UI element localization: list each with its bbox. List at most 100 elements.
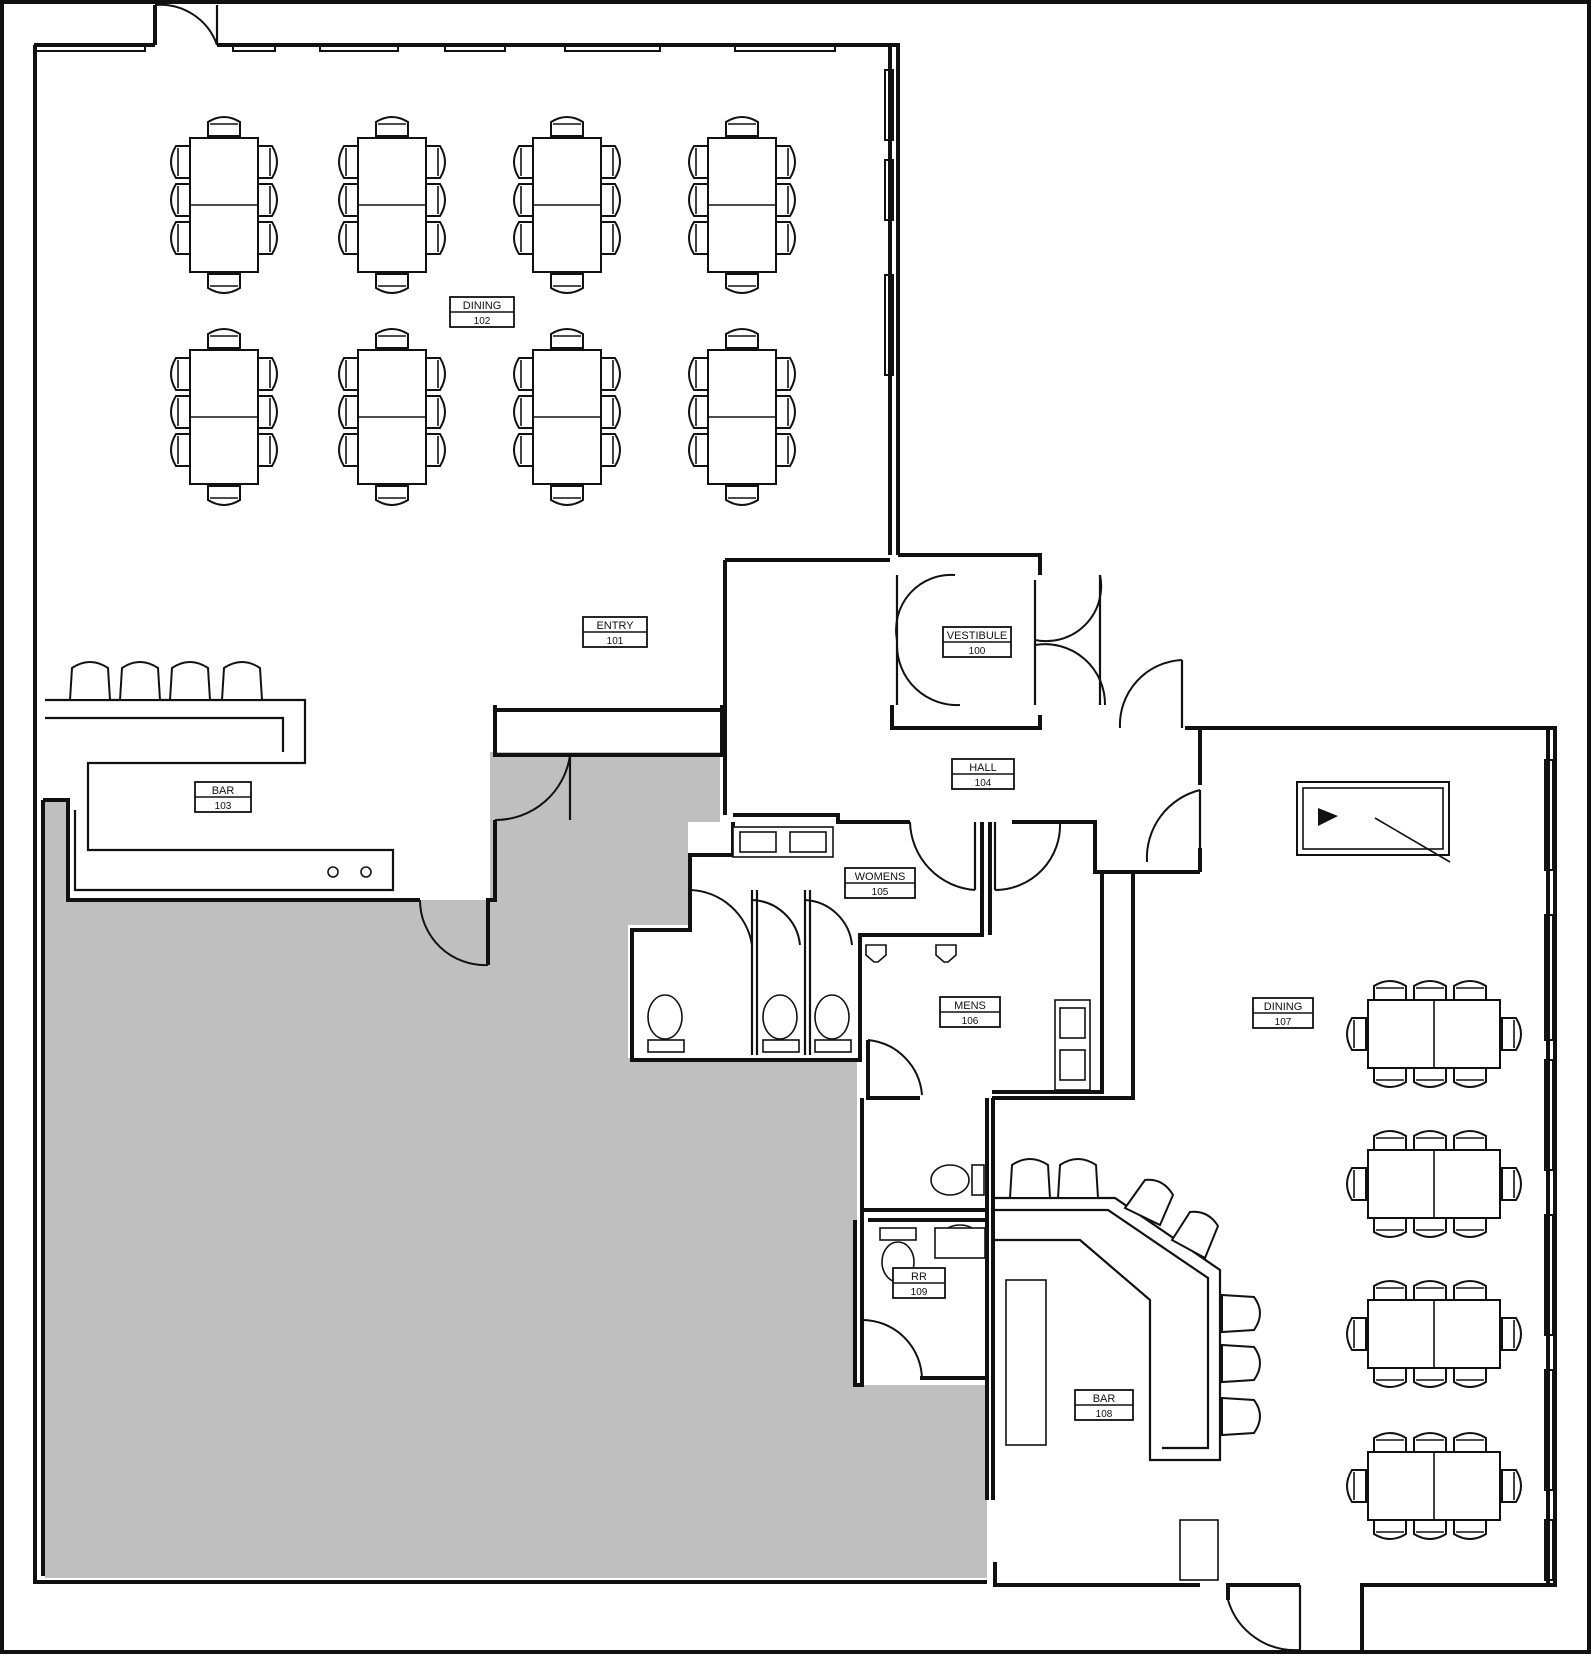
chair-icon [1413,980,1447,1001]
chair-icon [425,221,446,255]
room-number: 106 [962,1016,979,1027]
chair-icon [425,145,446,179]
chair-icon [170,433,191,467]
chair-icon [1453,1130,1487,1151]
chair-icon [600,183,621,217]
bar-108-counter [993,1196,1222,1581]
chair-icon [600,433,621,467]
toilet-icon [814,994,852,1053]
chair-icon [775,395,796,429]
pool-table [1296,781,1451,863]
chair-icon [600,395,621,429]
chair-icon [257,433,278,467]
room-name: WOMENS [855,871,906,883]
chair-icon [338,183,359,217]
chair-icon [600,357,621,391]
chair-icon [1413,1280,1447,1301]
chair-icon [257,183,278,217]
chair-icon [688,221,709,255]
top-door [154,3,219,46]
chair-icon [550,116,584,137]
chair-icon [1373,1432,1407,1453]
chair-icon [425,357,446,391]
room-tag-bar-108: BAR 108 [1074,1389,1134,1421]
chair-icon [425,395,446,429]
room-name: HALL [969,762,997,774]
chair-icon [550,328,584,349]
chair-icon [600,221,621,255]
chair-icon [375,116,409,137]
chair-icon [338,145,359,179]
bar-103-stools [68,661,264,701]
bar-103-counter [45,698,395,892]
chair-icon [1346,1017,1367,1051]
chair-icon [1453,1280,1487,1301]
room-number: 105 [872,887,889,898]
room-tag-dining-102: DINING 102 [449,296,515,328]
table-group [1346,1130,1522,1238]
table-group [1346,1280,1522,1388]
chair-icon [513,145,534,179]
chair-icon [170,183,191,217]
chair-icon [1413,1367,1447,1388]
chair-icon [688,357,709,391]
chair-icon [1413,1067,1447,1088]
bar-108-stools [1008,1158,1261,1437]
room-name: BAR [1093,1393,1116,1405]
chair-icon [207,116,241,137]
chair-icon [1453,1367,1487,1388]
room-number: 109 [911,1287,928,1298]
chair-icon [1501,1469,1522,1503]
chair-icon [170,395,191,429]
chair-icon [1346,1167,1367,1201]
chair-icon [375,485,409,506]
interior-doors [418,573,1302,1652]
chair-icon [688,145,709,179]
sink-icon [934,1224,986,1259]
chair-icon [170,221,191,255]
chair-icon [550,485,584,506]
chair-icon [338,395,359,429]
chair-icon [1453,980,1487,1001]
chair-icon [425,183,446,217]
chair-icon [688,183,709,217]
room-name: DINING [463,300,502,312]
chair-icon [1413,1130,1447,1151]
womens-stalls [750,890,812,1055]
chair-icon [600,145,621,179]
chair-icon [375,328,409,349]
table-group [1346,1432,1522,1540]
table-group [338,328,446,506]
chair-icon [513,395,534,429]
room-number: 101 [607,636,624,647]
chair-icon [775,221,796,255]
chair-icon [775,183,796,217]
room-number: 102 [474,316,491,327]
chair-icon [1413,1519,1447,1540]
chair-icon [257,145,278,179]
restroom-fixtures [647,826,1091,1283]
room-tags: VESTIBULE100ENTRY101DINING102BAR103HALL1… [194,296,1314,1421]
chair-icon [775,145,796,179]
room-name: DINING [1264,1001,1303,1013]
table-group [170,328,278,506]
chair-icon [207,273,241,294]
chair-icon [513,183,534,217]
room-number: 108 [1096,1409,1113,1420]
chair-icon [1413,1217,1447,1238]
chair-icon [1453,1217,1487,1238]
table-group [170,116,278,294]
toilet-icon [647,994,685,1053]
chair-icon [338,433,359,467]
chair-icon [1373,1217,1407,1238]
chair-icon [1346,1317,1367,1351]
chair-icon [1413,1432,1447,1453]
toilet-icon [930,1164,985,1196]
interior-walls [43,558,1202,1500]
window-marks [34,43,1554,1581]
